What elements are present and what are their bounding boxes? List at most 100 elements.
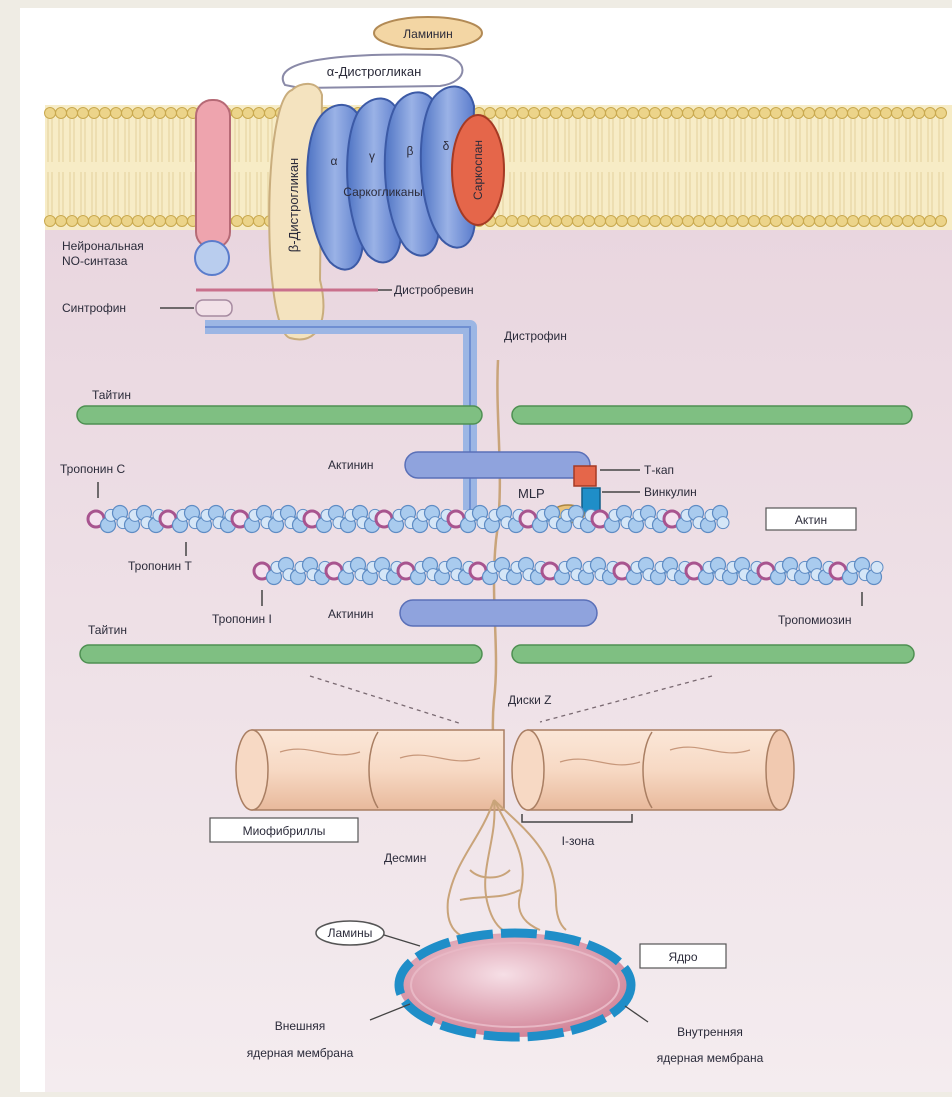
lipid-head	[562, 216, 573, 227]
lipid-head	[848, 108, 859, 119]
lipid-head	[738, 108, 749, 119]
titin-bottom-label: Тайтин	[88, 623, 127, 637]
lipid-head	[78, 216, 89, 227]
lipid-head	[518, 108, 529, 119]
lipid-head	[903, 216, 914, 227]
lipid-head	[606, 108, 617, 119]
lipid-head	[144, 108, 155, 119]
lipid-head	[573, 108, 584, 119]
lipid-head	[45, 216, 56, 227]
actinin-bottom-label: Актинин	[328, 607, 374, 621]
sarcoglycan-delta: δ	[443, 139, 450, 153]
lipid-head	[265, 108, 276, 119]
sarcoglycan-beta: β	[407, 144, 414, 158]
lipid-head	[925, 216, 936, 227]
actinin-top-shape	[405, 452, 590, 478]
lipid-head	[859, 108, 870, 119]
lipid-head	[881, 216, 892, 227]
lipid-head	[683, 108, 694, 119]
lipid-head	[155, 108, 166, 119]
myofibrils-label: Миофибриллы	[243, 824, 326, 838]
lipid-head	[496, 216, 507, 227]
lipid-head	[133, 108, 144, 119]
sarcoglycan-alpha: α	[331, 154, 338, 168]
laminin-label: Ламинин	[403, 27, 452, 41]
titin-top-left	[77, 406, 482, 424]
lipid-head	[177, 216, 188, 227]
lipid-head	[738, 216, 749, 227]
lipid-head	[518, 216, 529, 227]
lipid-head	[100, 108, 111, 119]
lipid-head	[793, 108, 804, 119]
lipid-head	[111, 216, 122, 227]
lipid-head	[639, 108, 650, 119]
lipid-head	[617, 216, 628, 227]
lipid-head	[936, 216, 947, 227]
lipid-head	[826, 216, 837, 227]
lipid-head	[925, 108, 936, 119]
lipid-head	[595, 108, 606, 119]
sarcospan-label: Саркоспан	[471, 140, 485, 200]
lipid-head	[705, 216, 716, 227]
lipid-head	[749, 216, 760, 227]
nnos-shape	[195, 241, 229, 275]
lipid-head	[903, 108, 914, 119]
lipid-head	[837, 108, 848, 119]
lipid-head	[936, 108, 947, 119]
lipid-head	[573, 216, 584, 227]
nucleus-shape	[399, 933, 631, 1037]
nnos-label-line1: Нейрональная	[62, 239, 144, 253]
lipid-head	[782, 108, 793, 119]
dystrobrevin-label: Дистробревин	[394, 283, 474, 297]
lipid-head	[881, 108, 892, 119]
sarcoglycan-gamma: γ	[369, 149, 375, 163]
lipid-head	[529, 216, 540, 227]
lipid-head	[507, 216, 518, 227]
lipid-head	[727, 108, 738, 119]
lipid-head	[837, 216, 848, 227]
lipid-head	[507, 108, 518, 119]
inner-membrane-label-line1: Внутренняя	[677, 1025, 743, 1039]
lipid-head	[89, 216, 100, 227]
lipid-head	[639, 216, 650, 227]
lipid-head	[100, 216, 111, 227]
syntrophin-shape	[196, 300, 232, 316]
inner-membrane-label-line2: ядерная мембрана	[657, 1051, 764, 1065]
lipid-head	[89, 108, 100, 119]
actin-monomer	[871, 561, 883, 573]
lipid-head	[243, 108, 254, 119]
lipid-head	[848, 216, 859, 227]
lipid-head	[254, 216, 265, 227]
lipid-head	[122, 108, 133, 119]
lipid-head	[793, 216, 804, 227]
lipid-head	[749, 108, 760, 119]
actin-monomer	[717, 517, 729, 529]
lipid-head	[826, 108, 837, 119]
troponin-c-label: Тропонин С	[60, 462, 125, 476]
tropomyosin-label: Тропомиозин	[778, 613, 852, 627]
lipid-head	[551, 216, 562, 227]
lipid-head	[892, 108, 903, 119]
actinin-top-label: Актинин	[328, 458, 374, 472]
lipid-head	[716, 108, 727, 119]
lipid-head	[914, 108, 925, 119]
lipid-head	[804, 216, 815, 227]
lipid-head	[815, 216, 826, 227]
tcap-shape	[574, 466, 596, 486]
mlp-label: MLP	[518, 486, 545, 501]
lipid-head	[496, 108, 507, 119]
transmembrane-protein	[196, 100, 230, 248]
lipid-head	[650, 216, 661, 227]
lipid-head	[122, 216, 133, 227]
z-disc-label: Диски Z	[508, 693, 551, 707]
actin-label: Актин	[795, 513, 827, 527]
troponin-t-label: Тропонин Т	[128, 559, 192, 573]
lipid-head	[584, 216, 595, 227]
lipid-head	[166, 108, 177, 119]
lipid-head	[595, 216, 606, 227]
nnos-label-line2: NO-синтаза	[62, 254, 128, 268]
lipid-head	[672, 108, 683, 119]
lipid-head	[870, 108, 881, 119]
lipid-head	[661, 216, 672, 227]
